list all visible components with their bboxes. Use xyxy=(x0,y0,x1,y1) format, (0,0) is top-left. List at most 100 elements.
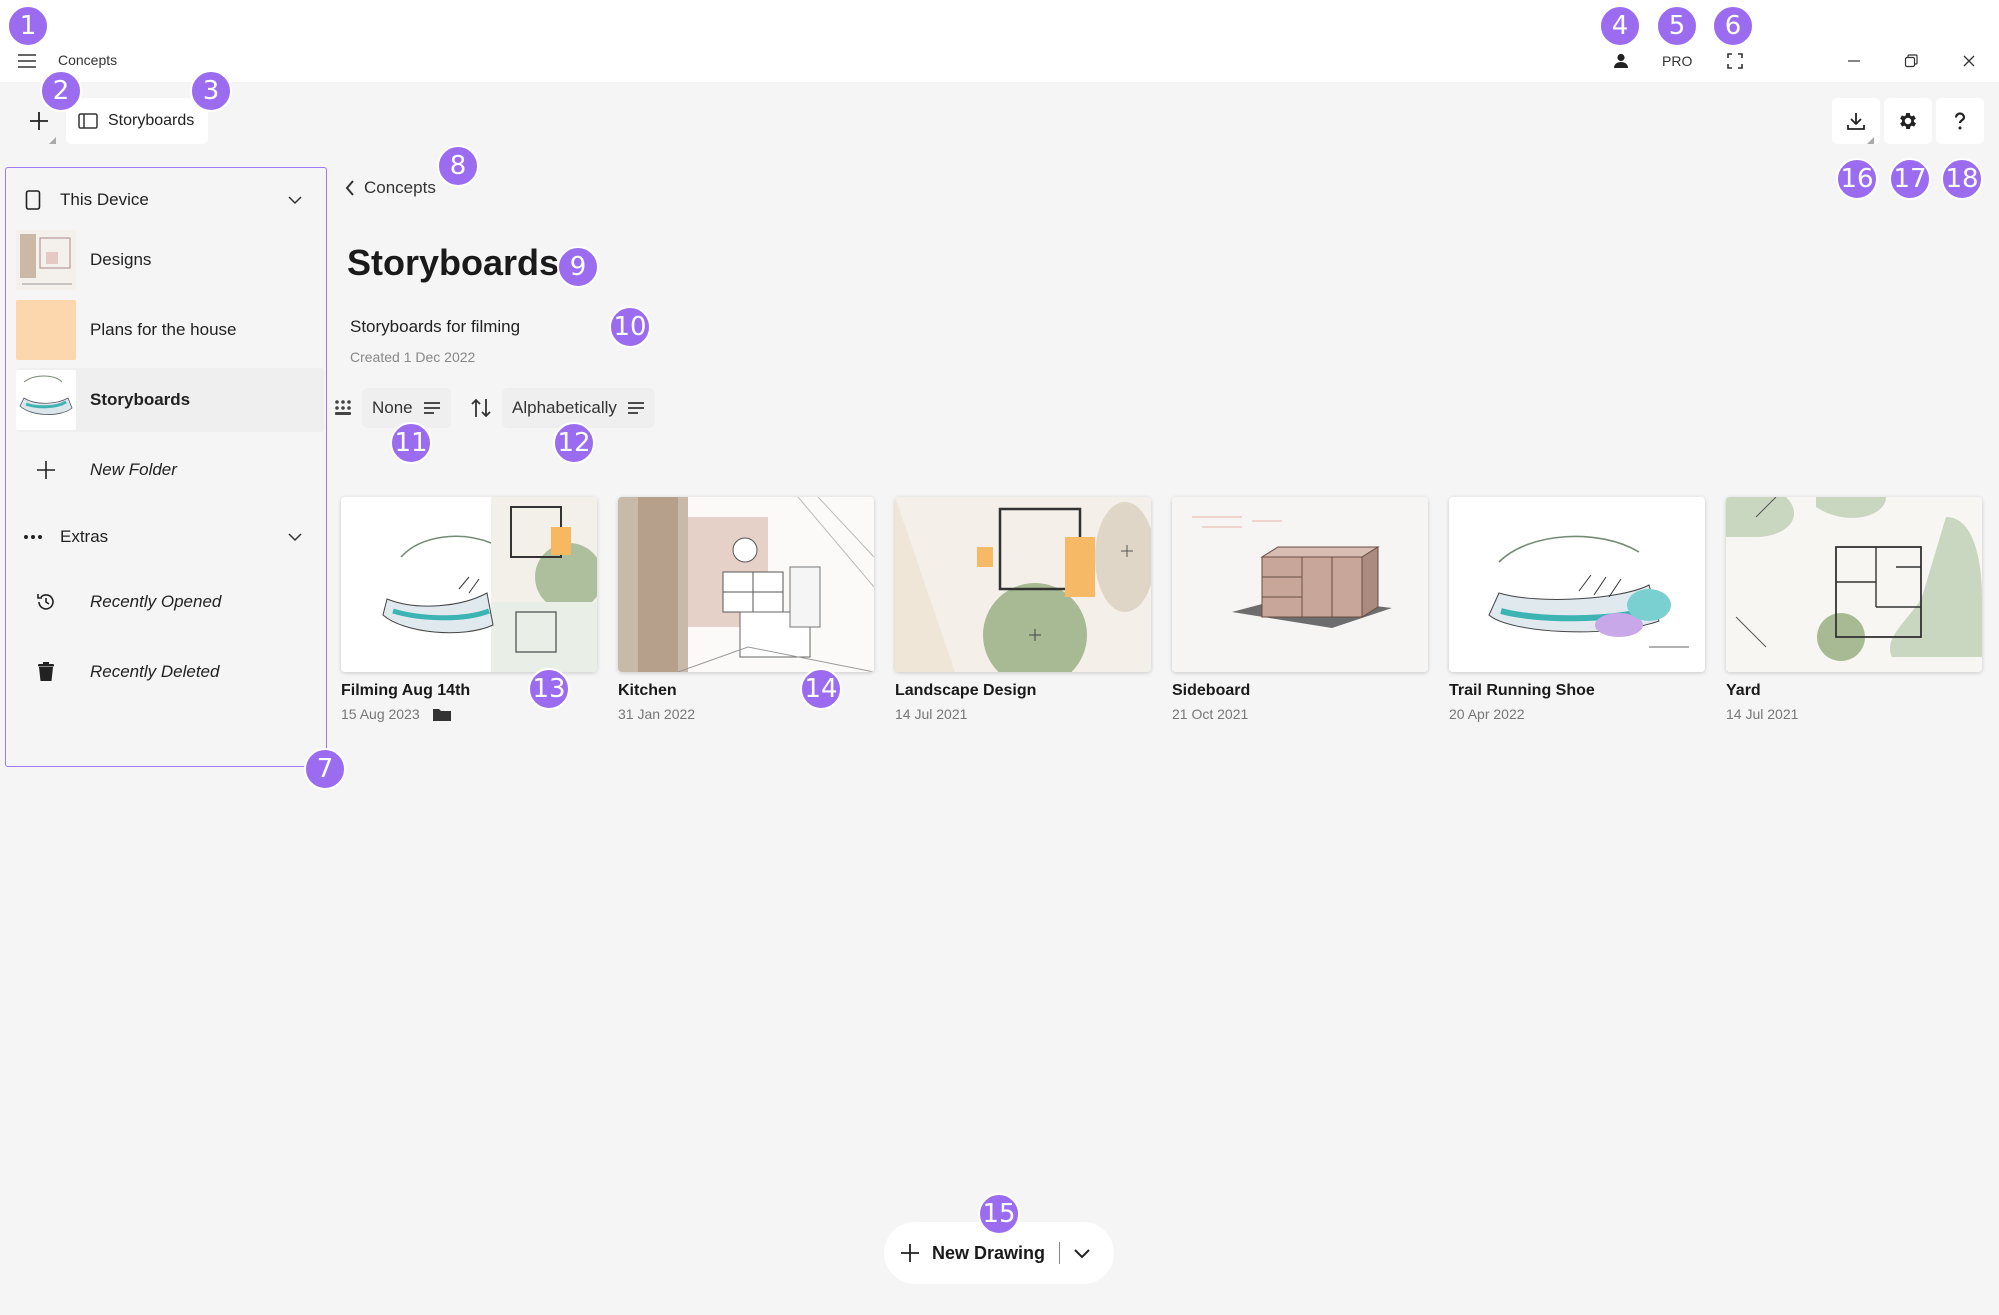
callout-badge: 6 xyxy=(1712,5,1754,47)
folder-created-date: Created 1 Dec 2022 xyxy=(350,349,476,365)
help-button[interactable] xyxy=(1936,98,1984,144)
drawing-date: 14 Jul 2021 xyxy=(1726,706,1799,722)
new-folder-button[interactable]: New Folder xyxy=(16,438,324,502)
sidebar-item-label: Recently Opened xyxy=(90,592,222,611)
sidebar-item-recently-opened[interactable]: Recently Opened xyxy=(16,570,324,634)
drawing-name: Kitchen xyxy=(618,682,677,699)
callout-badge: 9 xyxy=(557,246,599,288)
sidebar-item-label: Designs xyxy=(90,250,152,269)
drawing-thumbnail[interactable] xyxy=(1172,497,1428,672)
sort-arrows-icon xyxy=(471,398,491,418)
drawing-thumbnail[interactable] xyxy=(895,497,1151,672)
new-drawing-label: New Drawing xyxy=(932,1242,1046,1263)
drawing-name: Yard xyxy=(1726,682,1761,699)
callout-badge: 15 xyxy=(978,1193,1020,1235)
group-by-dropdown[interactable]: None xyxy=(362,388,451,428)
back-link-label: Concepts xyxy=(364,178,436,197)
sidebar-item-recently-deleted[interactable]: Recently Deleted xyxy=(16,640,324,704)
minimize-icon[interactable] xyxy=(1843,50,1865,72)
drawing-card[interactable]: Sideboard 21 Oct 2021 xyxy=(1172,497,1428,722)
drawing-thumbnail[interactable] xyxy=(341,497,597,672)
add-button[interactable] xyxy=(14,98,64,144)
chevron-down-icon[interactable] xyxy=(286,528,304,546)
folder-thumbnail xyxy=(16,370,76,430)
drawing-name: Filming Aug 14th xyxy=(341,682,471,699)
pro-button[interactable]: PRO xyxy=(1662,53,1693,69)
current-folder-label: Storyboards xyxy=(108,112,195,129)
plus-icon xyxy=(901,1244,919,1262)
chevron-down-icon[interactable] xyxy=(1072,1243,1092,1263)
callout-badge: 11 xyxy=(390,422,432,464)
group-by-value: None xyxy=(372,398,413,417)
app-title: Concepts xyxy=(58,52,118,68)
sidebar-item-storyboards[interactable]: Storyboards xyxy=(16,368,324,432)
drawing-card[interactable]: Trail Running Shoe 20 Apr 2022 xyxy=(1449,497,1705,722)
page-title: Storyboards xyxy=(347,242,560,283)
sidebar-section-label: This Device xyxy=(60,190,149,209)
title-bar: Concepts PRO xyxy=(0,0,1999,82)
new-folder-label: New Folder xyxy=(90,460,177,479)
callout-badge: 7 xyxy=(304,748,346,790)
callout-badge: 18 xyxy=(1941,158,1983,200)
drawing-card[interactable]: Filming Aug 14th 15 Aug 2023 xyxy=(341,497,597,722)
chevron-down-icon[interactable] xyxy=(286,191,304,209)
callout-badge: 1 xyxy=(7,5,49,47)
callout-badge: 3 xyxy=(190,70,232,112)
current-folder-chip[interactable]: Storyboards xyxy=(66,98,209,144)
drawing-date: 15 Aug 2023 xyxy=(341,706,420,722)
sidebar-item-plans-for-the-house[interactable]: Plans for the house xyxy=(16,298,324,362)
sidebar-section-this-device[interactable]: This Device xyxy=(6,178,326,222)
sort-by-control[interactable]: Alphabetically xyxy=(470,388,655,428)
hamburger-menu-icon[interactable] xyxy=(16,50,38,72)
sidebar-section-extras[interactable]: Extras xyxy=(6,515,326,559)
callout-badge: 17 xyxy=(1889,158,1931,200)
drawing-card[interactable]: Landscape Design 14 Jul 2021 xyxy=(895,497,1151,722)
callout-badge: 12 xyxy=(553,422,595,464)
account-icon[interactable] xyxy=(1610,50,1632,72)
drawing-date: 20 Apr 2022 xyxy=(1449,706,1525,722)
drawing-thumbnail[interactable] xyxy=(1449,497,1705,672)
restore-icon[interactable] xyxy=(1900,50,1922,72)
sidebar-item-label: Recently Deleted xyxy=(90,662,220,681)
close-icon[interactable] xyxy=(1958,50,1980,72)
back-link[interactable]: Concepts xyxy=(344,178,436,198)
drawing-card[interactable]: Kitchen 31 Jan 2022 xyxy=(618,497,874,722)
callout-badge: 2 xyxy=(40,70,82,112)
drawing-thumbnail[interactable] xyxy=(618,497,874,672)
plus-icon xyxy=(37,461,55,479)
sidebar-panel-icon xyxy=(78,113,98,129)
sort-by-dropdown[interactable]: Alphabetically xyxy=(502,388,655,428)
fullscreen-icon[interactable] xyxy=(1724,50,1746,72)
sort-by-value: Alphabetically xyxy=(512,398,617,417)
grid-dots-icon xyxy=(335,400,351,415)
drawing-card[interactable]: Yard 14 Jul 2021 xyxy=(1726,497,1982,722)
clock-history-icon xyxy=(37,594,54,610)
import-export-button[interactable] xyxy=(1832,98,1880,144)
settings-button[interactable] xyxy=(1884,98,1932,144)
sidebar-item-designs[interactable]: Designs xyxy=(16,228,324,292)
drawing-name: Landscape Design xyxy=(895,682,1037,699)
tablet-icon xyxy=(25,190,41,210)
plus-icon xyxy=(30,112,48,130)
folder-thumbnail xyxy=(16,230,76,290)
callout-badge: 8 xyxy=(437,145,479,187)
callout-badge: 13 xyxy=(528,668,570,710)
drawing-date: 31 Jan 2022 xyxy=(618,706,696,722)
sidebar: This Device Designs Plans for the house … xyxy=(5,167,327,767)
group-by-control[interactable]: None xyxy=(334,388,451,428)
folder-description[interactable]: Storyboards for filming xyxy=(350,317,521,336)
more-icon xyxy=(24,535,42,539)
callout-badge: 10 xyxy=(609,306,651,348)
drawing-thumbnail[interactable] xyxy=(1726,497,1982,672)
download-icon xyxy=(1847,113,1865,130)
drawing-name: Trail Running Shoe xyxy=(1449,682,1595,699)
callout-badge: 16 xyxy=(1836,158,1878,200)
callout-badge: 4 xyxy=(1599,5,1641,47)
list-lines-icon xyxy=(423,402,440,414)
callout-badge: 5 xyxy=(1656,5,1698,47)
folder-thumbnail xyxy=(16,300,76,360)
sidebar-section-label: Extras xyxy=(60,527,109,546)
trash-icon xyxy=(38,662,54,681)
drawing-date: 14 Jul 2021 xyxy=(895,706,968,722)
gear-icon xyxy=(1900,113,1916,129)
